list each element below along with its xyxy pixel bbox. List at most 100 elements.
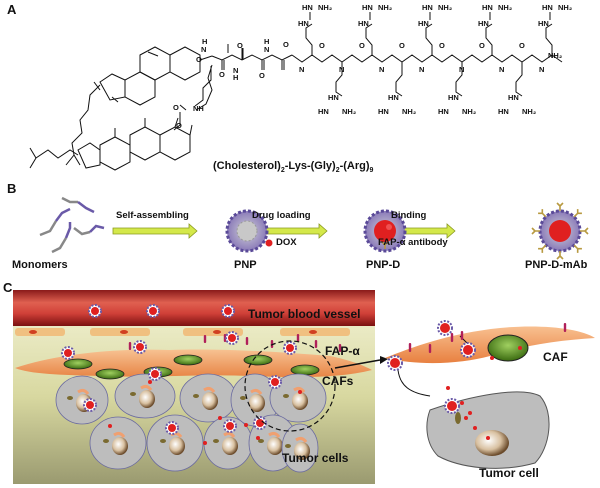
caf-nucleus (95, 368, 125, 380)
fap-receptor (203, 335, 207, 343)
antibody-label: FAP-α antibody (378, 237, 448, 248)
arg-side-chain-up: HN HN NH₂ (418, 3, 452, 55)
zoom-arrow (334, 359, 381, 369)
dox-molecule (203, 441, 207, 445)
dox-molecule (460, 401, 464, 405)
svg-text:HN: HN (378, 107, 389, 116)
arrow-label-self-assembling: Self-assembling (116, 210, 189, 221)
antibody-icon (538, 209, 547, 218)
atom-o: O (176, 121, 182, 130)
nanoparticle (146, 304, 160, 318)
dox-molecule (298, 390, 302, 394)
organelle (193, 394, 199, 398)
organelle (285, 444, 291, 448)
process-arrow (112, 223, 198, 239)
dox-molecule (256, 436, 260, 440)
tumor-nucleus (249, 394, 265, 412)
caption-part: (Cholesterol) (213, 160, 281, 172)
carbonyl-o: O (519, 41, 525, 50)
label-tumor-cells: Tumor cells (282, 451, 349, 465)
dox-dot-icon (265, 239, 273, 247)
dox-molecule (468, 411, 472, 415)
fap-receptor (460, 331, 464, 340)
caf-nucleus (243, 354, 273, 366)
golgi (268, 431, 281, 438)
nanoparticle (88, 304, 102, 318)
tumor-cell (114, 373, 176, 419)
nanoparticle (165, 421, 179, 435)
tumor-nucleus (139, 390, 155, 408)
caption-sub: 2 (280, 167, 285, 175)
nanoparticle (133, 340, 147, 354)
atom-n: N (264, 45, 269, 54)
tumor-cell (179, 373, 237, 423)
svg-text:HN: HN (542, 3, 553, 12)
zoomed-caf-nucleus (487, 334, 529, 362)
golgi (295, 436, 308, 443)
antibody-icon (556, 202, 564, 211)
svg-text:HN: HN (422, 3, 433, 12)
atom-h: H (233, 73, 238, 82)
svg-text:HN: HN (482, 3, 493, 12)
cholesterol-2 (29, 117, 193, 171)
stage-label-pnp: PNP (234, 259, 257, 271)
caption-sub: 2 (335, 167, 340, 175)
golgi (293, 386, 306, 393)
antibody-icon (573, 209, 582, 218)
organelle (213, 439, 219, 443)
amide-nh: N (299, 65, 304, 74)
tumor-cell (55, 375, 109, 425)
amide-nh: N (499, 65, 504, 74)
blood-vessel (13, 290, 375, 326)
tumor-microenvironment (13, 290, 595, 484)
assembly-scheme (39, 196, 589, 260)
svg-text:NH₂: NH₂ (558, 3, 572, 12)
golgi (77, 388, 90, 395)
nanoparticle (444, 398, 460, 414)
stage-label-pnp-d-mab: PNP-D-mAb (525, 259, 588, 271)
arrow-label-drug-loading: Drug loading (252, 210, 311, 221)
golgi (250, 388, 263, 395)
tumor-nucleus (267, 437, 283, 455)
cholesterol-1 (65, 46, 213, 166)
dox-molecule (108, 424, 112, 428)
dox-molecule (464, 416, 468, 420)
svg-text:HN: HN (418, 19, 429, 28)
svg-text:HN: HN (302, 3, 313, 12)
atom-o: O (219, 70, 225, 79)
endothelial-layer (15, 328, 350, 336)
atom-o: O (259, 71, 265, 80)
svg-text:HN: HN (388, 93, 399, 102)
pnp-icon (225, 209, 269, 253)
tumor-cell (281, 423, 319, 473)
caption-sub: 9 (369, 167, 374, 175)
caption-part: -Lys-(Gly) (284, 160, 336, 172)
dox-molecule (518, 346, 522, 350)
label-fap-alpha: FAP-α (325, 344, 360, 358)
tumor-cell (203, 416, 253, 470)
svg-text:HN: HN (358, 19, 369, 28)
carbonyl-o: O (399, 41, 405, 50)
tumor-cell (269, 373, 327, 423)
organelle (240, 396, 246, 400)
atom-n: N (201, 45, 206, 54)
caf-nucleus (63, 358, 93, 370)
golgi (223, 431, 236, 438)
nanoparticle (148, 367, 162, 381)
dox-molecule (148, 380, 152, 384)
nanoparticle (387, 355, 403, 371)
svg-text:NH₂: NH₂ (342, 107, 356, 116)
dox-molecule (218, 416, 222, 420)
caption-part: -(Arg) (339, 160, 370, 172)
label-tumor-blood-vessel: Tumor blood vessel (248, 307, 361, 321)
dox-molecule (473, 426, 477, 430)
tumor-nucleus (202, 392, 218, 410)
svg-text:HN: HN (508, 93, 519, 102)
amide-nh: N (339, 65, 344, 74)
svg-text:NH₂: NH₂ (438, 3, 452, 12)
svg-text:NH₂: NH₂ (318, 3, 332, 12)
